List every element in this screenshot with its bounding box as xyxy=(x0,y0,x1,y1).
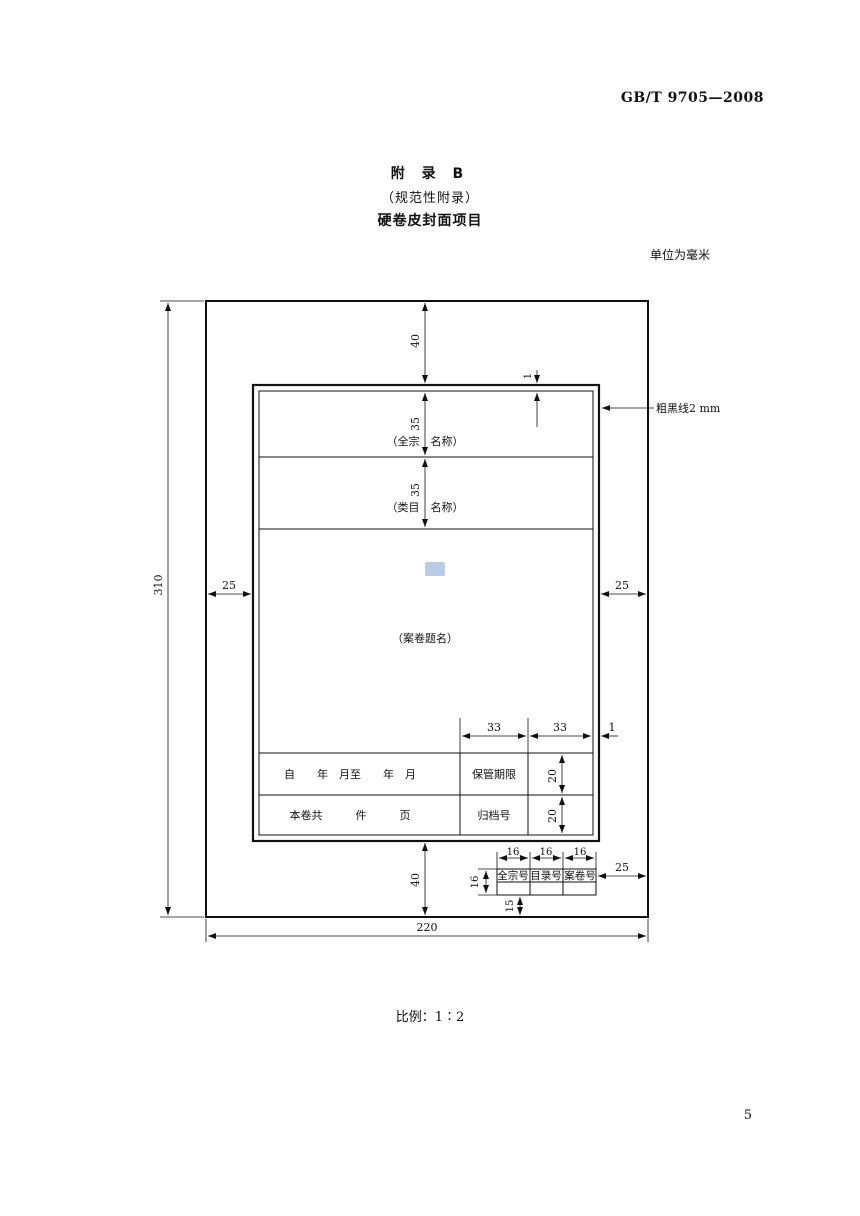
dim-inner-gap: 1 xyxy=(523,373,534,379)
dim-right-margin: 25 xyxy=(615,579,629,592)
fonds-no-label: 全宗号 xyxy=(497,869,529,882)
page-number: 5 xyxy=(743,1108,752,1123)
appendix-title: 附 录 B xyxy=(390,166,470,182)
inner-frame-inner xyxy=(258,390,594,836)
appendix-subject: 硬卷皮封面项目 xyxy=(377,213,483,229)
retention-label: 保管期限 xyxy=(472,767,516,781)
dim-box-offset-bottom: 15 xyxy=(505,900,516,913)
dim-top-margin: 40 xyxy=(409,334,422,348)
dim-col-width-b: 33 xyxy=(553,721,567,734)
dim-col-width-a: 33 xyxy=(487,721,501,734)
dim-bottom-margin: 40 xyxy=(409,873,422,887)
standard-code: GB/T 9705—2008 xyxy=(620,90,764,106)
dim-box-w2: 16 xyxy=(540,847,553,858)
catalog-no-label: 目录号 xyxy=(530,870,562,882)
thick-line-label: 粗黑线2 mm xyxy=(656,401,721,415)
fonds-name-label: （全宗 名称） xyxy=(387,434,464,448)
outer-cover-rect xyxy=(205,300,649,918)
dim-category-height: 35 xyxy=(409,483,422,497)
volume-count-label: 本卷共 件 页 xyxy=(290,808,411,822)
dim-right-gap: 1 xyxy=(609,721,616,734)
dim-box-w3: 16 xyxy=(574,847,587,858)
date-range-label: 自 年 月至 年 月 xyxy=(284,767,416,781)
file-no-label: 案卷号 xyxy=(564,869,596,882)
watermark-logo xyxy=(425,562,445,576)
appendix-nature: （规范性附录） xyxy=(380,191,479,206)
dim-row-height-b: 20 xyxy=(546,809,559,823)
dim-row-height-a: 20 xyxy=(546,769,559,783)
dim-left-margin: 25 xyxy=(222,579,236,592)
archive-no-label: 归档号 xyxy=(478,808,511,822)
dim-fonds-height: 35 xyxy=(409,417,422,431)
dim-total-height: 310 xyxy=(152,575,165,596)
dim-box-w1: 16 xyxy=(507,847,520,858)
dim-box-offset-right: 25 xyxy=(615,861,629,874)
category-name-label: （类目 名称） xyxy=(387,500,464,514)
dim-total-width: 220 xyxy=(417,921,438,934)
inner-frame-outer xyxy=(251,383,601,843)
dim-box-height: 16 xyxy=(470,876,481,889)
scale-note: 比例：1∶2 xyxy=(395,1010,465,1025)
file-title-label: （案卷题名） xyxy=(392,631,458,645)
unit-note: 单位为毫米 xyxy=(649,248,710,262)
